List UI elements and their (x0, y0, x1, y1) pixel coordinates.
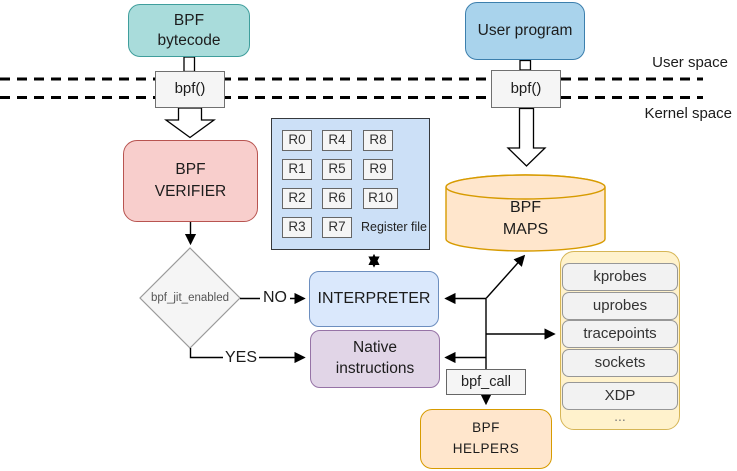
register-r1: R1 (282, 159, 312, 180)
attach-point-kprobes: kprobes (562, 263, 678, 291)
bpf-jit-enabled-label: bpf_jit_enabled (150, 291, 229, 304)
attach-point-sockets: sockets (562, 349, 678, 377)
bpf-verifier-box: BPF VERIFIER (123, 140, 258, 222)
yes-edge-label: YES (223, 349, 259, 367)
attach-point-uprobes: uprobes (562, 292, 678, 320)
register-r3: R3 (282, 217, 312, 238)
bpf-maps-label: BPF MAPS (502, 199, 549, 238)
register-r7: R7 (322, 217, 352, 238)
attach-points-container: kprobes uprobes tracepoints sockets XDP … (560, 251, 680, 430)
attach-point-ellipsis: ... (614, 408, 626, 425)
bpf-syscall-box-left: bpf() (155, 71, 225, 108)
user-space-label: User space (652, 53, 728, 71)
register-r6: R6 (322, 188, 352, 209)
bpf-call-label-box: bpf_call (446, 369, 526, 395)
kernel-space-label: Kernel space (644, 104, 732, 122)
bpf-bytecode-box: BPF bytecode (128, 4, 250, 57)
attach-point-tracepoints: tracepoints (562, 320, 678, 348)
bpf-maps-cylinder-top (445, 174, 606, 200)
register-r2: R2 (282, 188, 312, 209)
register-r5: R5 (322, 159, 352, 180)
arrow-junction-to-maps (485, 254, 526, 299)
register-r4: R4 (322, 130, 352, 151)
bpf-syscall-box-right: bpf() (491, 70, 561, 108)
register-r10: R10 (363, 188, 398, 209)
block-arrow-bpf-to-maps (506, 107, 547, 167)
register-file-box: R0 R1 R2 R3 R4 R5 R6 R7 R8 R9 R10 Regist… (271, 118, 430, 250)
bpf-helpers-box: BPF HELPERS (420, 409, 552, 469)
arrow-yes-to-native (189, 348, 306, 364)
connector-userprog-to-bpf (519, 59, 532, 71)
user-program-box: User program (465, 2, 585, 60)
attach-point-xdp: XDP (562, 382, 678, 410)
native-instructions-box: Native instructions (310, 330, 440, 388)
register-r8: R8 (363, 130, 393, 151)
register-r9: R9 (363, 159, 393, 180)
interpreter-box: INTERPRETER (309, 271, 439, 327)
connector-bytecode-to-bpf (183, 56, 196, 73)
block-arrow-bpf-to-verifier (164, 107, 216, 139)
register-r0: R0 (282, 130, 312, 151)
register-file-caption: Register file (361, 219, 427, 234)
no-edge-label: NO (260, 289, 290, 307)
